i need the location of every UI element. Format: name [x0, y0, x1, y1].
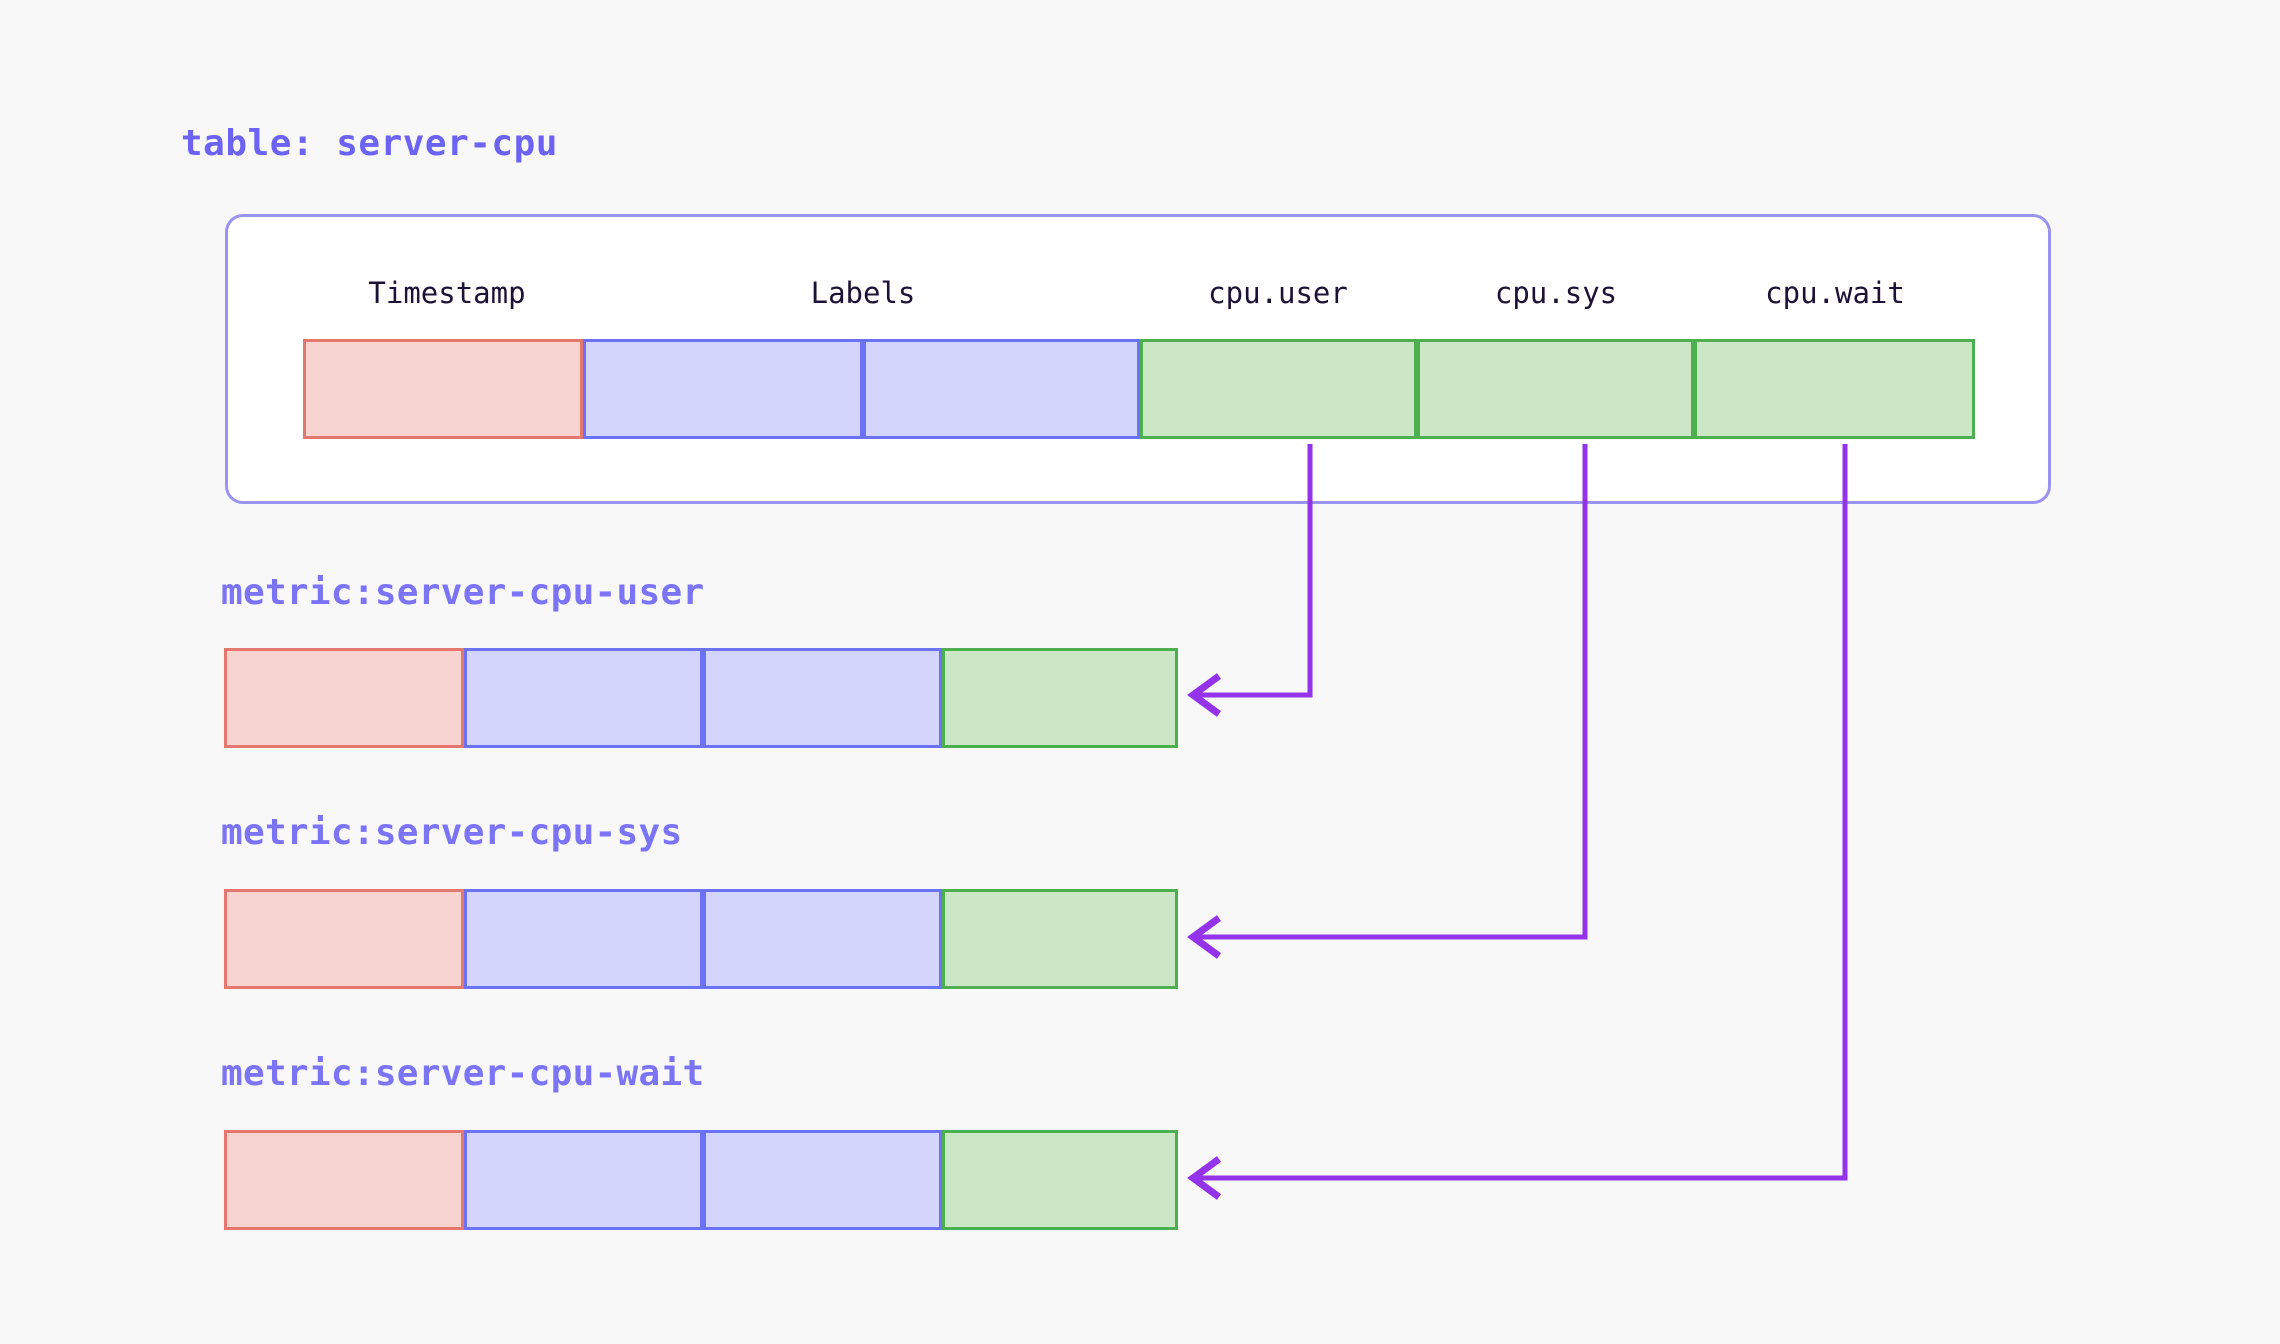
table-title: table: server-cpu	[181, 123, 558, 164]
metric-cell-label	[703, 1130, 942, 1230]
table-cell-label	[863, 339, 1140, 439]
table-cell-timestamp	[303, 339, 583, 439]
metric-cell-label	[464, 1130, 703, 1230]
metric-cell-value	[942, 889, 1178, 989]
metric-title: metric:server-cpu-wait	[221, 1053, 705, 1094]
metric-title: metric:server-cpu-user	[221, 572, 705, 613]
metric-cell-label	[703, 889, 942, 989]
table-cell-value	[1140, 339, 1417, 439]
column-header-cpu-sys: cpu.sys	[1494, 276, 1618, 310]
arrow-head-icon	[1187, 915, 1222, 959]
arrow-cpu-wait	[1187, 444, 1848, 1200]
metric-cell-label	[464, 648, 703, 748]
metric-cell-label	[464, 889, 703, 989]
metric-cell-value	[942, 1130, 1178, 1230]
arrow-head-icon	[1187, 673, 1222, 717]
metric-cell-timestamp	[224, 648, 464, 748]
table-cell-value	[1694, 339, 1975, 439]
column-header-cpu-user: cpu.user	[1208, 276, 1348, 310]
table-column-headers: Timestamp Labels cpu.user cpu.sys cpu.wait	[225, 276, 2051, 316]
column-header-cpu-wait: cpu.wait	[1765, 276, 1905, 310]
metric-title: metric:server-cpu-sys	[221, 812, 683, 853]
metric-cell-label	[703, 648, 942, 748]
column-header-labels: Labels	[810, 276, 916, 310]
column-header-timestamp: Timestamp	[368, 276, 526, 310]
table-cell-label	[583, 339, 863, 439]
arrow-cpu-sys	[1187, 444, 1588, 959]
metric-cell-value	[942, 648, 1178, 748]
metric-cell-timestamp	[224, 889, 464, 989]
arrow-head-icon	[1187, 1156, 1222, 1200]
table-cell-value	[1417, 339, 1694, 439]
metric-cell-timestamp	[224, 1130, 464, 1230]
